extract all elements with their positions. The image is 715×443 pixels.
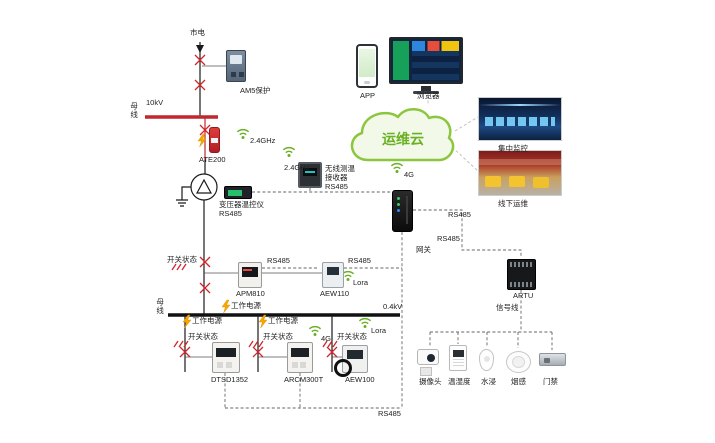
central-monitoring-photo: [478, 97, 562, 141]
label-busbar-top: 母线: [129, 102, 139, 119]
label-24ghz-1: 2.4GHz: [250, 136, 276, 145]
label-switch-status-3: 开关状态: [337, 332, 367, 341]
gateway-device: [392, 190, 413, 232]
lightning-icon-workpower-top: [221, 299, 231, 314]
wifi-icon-ate200: [236, 128, 250, 140]
label-receiver-2: 接收器: [325, 173, 348, 182]
label-central-monitoring: 集中监控: [498, 144, 528, 153]
ate200-wireless-temp-sensor: [209, 127, 220, 153]
label-arcm300t: ARCM300T: [284, 375, 324, 384]
label-water: 水浸: [481, 377, 496, 386]
label-busbar-bottom: 母线: [155, 298, 165, 315]
label-rs485-apm: RS485: [267, 256, 290, 265]
wifi-icon-aew100-lora: [358, 317, 372, 329]
label-aew100: AEW100: [345, 375, 375, 384]
label-lora-aew100: Lora: [371, 326, 387, 335]
label-artu: ARTU: [513, 291, 534, 300]
arcm300t-device: [287, 342, 313, 373]
label-smoke: 烟感: [511, 377, 526, 386]
label-rs485-aew110: RS485: [348, 256, 371, 265]
label-temphum: 温湿度: [448, 377, 471, 386]
apm810-meter-device: [238, 262, 262, 288]
label-receiver-1: 无线测温: [325, 164, 355, 173]
hv-feeder-lines: [145, 42, 400, 372]
temp-humidity-sensor-device: [449, 345, 467, 371]
cloud-shape: 运维云: [350, 108, 455, 162]
label-aew110: AEW110: [320, 289, 350, 298]
label-receiver-rs485: RS485: [325, 182, 348, 191]
transformer-temp-controller-device: [224, 186, 252, 199]
lightning-icon-workpower-2: [258, 314, 268, 329]
monitor-base: [413, 91, 439, 94]
label-rs485-gw-down: RS485: [437, 234, 460, 243]
label-offline-ops: 线下运维: [498, 199, 528, 208]
label-4g-gateway: 4G: [404, 170, 415, 179]
label-transctrl: 变压器温控仪: [219, 200, 264, 209]
label-ate200: ATE200: [199, 155, 226, 164]
label-signal-line: 信号线: [496, 303, 519, 312]
label-switch-status-feeder: 开关状态: [167, 255, 197, 264]
lightning-icon-workpower-1: [182, 314, 192, 329]
label-voltage-10kv: 10kV: [146, 98, 164, 107]
label-camera: 摄像头: [419, 377, 442, 386]
label-door: 门禁: [543, 377, 558, 386]
label-switch-status-2: 开关状态: [263, 332, 293, 341]
label-apm810: APM810: [236, 289, 265, 298]
wifi-icon-aew110-lora: [341, 270, 355, 282]
smartphone-app-device: [356, 44, 378, 88]
label-gateway: 网关: [416, 245, 431, 254]
offline-operations-photo: [478, 150, 562, 196]
label-transctrl-rs485: RS485: [219, 209, 242, 218]
label-app: APP: [360, 91, 376, 100]
door-access-device: [539, 353, 566, 366]
label-switch-status-1: 开关状态: [188, 332, 218, 341]
dtsd1352-meter-device: [212, 342, 240, 373]
smoke-detector-device: [506, 351, 531, 373]
label-relay: AM5保护: [240, 86, 271, 95]
artu-remote-terminal-device: [507, 259, 536, 290]
protection-relay-device: [226, 50, 246, 82]
label-mains: 市电: [190, 28, 205, 37]
breaker-switch-symbols: [171, 54, 338, 358]
cloud-label: 运维云: [382, 131, 424, 147]
camera-device: [417, 349, 439, 376]
aew110-device: [322, 262, 344, 288]
label-4g-arcm: 4G: [321, 334, 332, 343]
monitor-screen-device: [389, 37, 463, 84]
wireless-temp-receiver-device: [298, 162, 322, 188]
label-workpower-top: 工作电源: [231, 301, 261, 310]
wifi-icon-receiver: [282, 146, 296, 158]
label-lora-aew110: Lora: [353, 278, 369, 287]
label-24ghz-2: 2.4GHz: [284, 163, 310, 172]
label-workpower-2: 工作电源: [268, 316, 298, 325]
monitor-stand: [421, 86, 431, 91]
label-browser: 浏览器: [417, 91, 440, 100]
network-links: [224, 90, 553, 409]
wifi-icon-arcm-4g: [308, 325, 322, 337]
label-dtsd1352: DTSD1352: [211, 375, 249, 384]
label-workpower-1: 工作电源: [192, 316, 222, 325]
water-leak-sensor-device: [479, 349, 494, 371]
label-rs485-gw-artu: RS485: [448, 210, 471, 219]
label-rs485-bottom: RS485: [378, 409, 401, 418]
wifi-icon-gateway-4g: [390, 162, 404, 174]
label-voltage-04kv: 0.4kV: [383, 302, 403, 311]
aew100-meter-device: [334, 345, 368, 377]
